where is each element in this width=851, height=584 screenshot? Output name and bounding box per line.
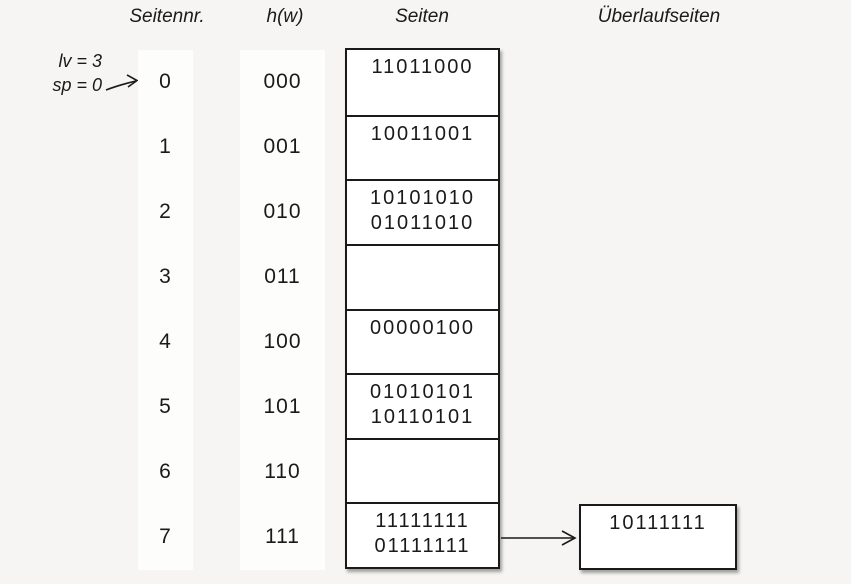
page-number: 1 — [159, 134, 172, 158]
hash-value: 000 — [263, 69, 302, 93]
page-number: 7 — [159, 524, 172, 548]
column-header-seitennr: Seitennr. — [129, 6, 205, 27]
bucket-entry — [347, 276, 498, 301]
bucket-entry: 10101010 — [370, 187, 475, 210]
page-number: 5 — [159, 394, 172, 418]
bucket-entry — [347, 445, 498, 470]
column-header-ueberlaufseiten: Überlaufseiten — [597, 6, 721, 27]
bucket-entry — [347, 80, 498, 105]
up-right-arrow-icon — [105, 74, 139, 91]
overflow-entry: 10111111 — [609, 512, 707, 534]
bucket-cell-7: 11111111 01111111 — [347, 502, 498, 567]
bucket-cell-0: 11011000 — [347, 50, 498, 115]
bucket-entry — [347, 147, 498, 172]
bucket-entry: 01010101 — [370, 381, 475, 404]
page-number: 2 — [159, 199, 172, 223]
hw-column: 000 001 010 011 100 101 110 111 — [240, 49, 325, 569]
bucket-entry: 11111111 — [375, 510, 470, 533]
page-number: 3 — [159, 264, 172, 288]
hash-value: 011 — [264, 264, 301, 288]
bucket-cell-3 — [347, 243, 498, 309]
bucket-entry: 10011001 — [370, 122, 475, 145]
overflow-page: 10111111 — [579, 504, 737, 570]
bucket-entry: 00000100 — [370, 316, 475, 339]
bucket-cell-5: 01010101 10110101 — [347, 373, 498, 438]
bucket-entry: 10110101 — [370, 406, 475, 429]
seitennr-column: 0 1 2 3 4 5 6 7 — [138, 49, 193, 569]
bucket-cell-4: 00000100 — [347, 308, 498, 374]
bucket-cell-1: 10011001 — [347, 114, 498, 180]
pages-table: 11011000 10011001 10101010 01011010 0000… — [345, 48, 500, 569]
hash-value: 101 — [263, 394, 302, 418]
page-number: 0 — [159, 69, 172, 93]
hash-value: 001 — [263, 134, 302, 158]
split-pointer-value: sp = 0 — [52, 75, 102, 95]
bucket-cell-2: 10101010 01011010 — [347, 179, 498, 244]
hash-value: 110 — [264, 459, 301, 483]
page-number: 4 — [159, 329, 172, 353]
hash-value: 100 — [263, 329, 302, 353]
right-arrow-icon — [501, 530, 577, 546]
bucket-entry — [347, 341, 498, 366]
bucket-entry: 01111111 — [374, 535, 471, 558]
state-annotation: lv = 3 sp = 0 — [28, 49, 102, 97]
bucket-entry: 11011000 — [371, 56, 474, 78]
page-number: 6 — [159, 459, 172, 483]
column-header-hw: h(w) — [266, 6, 304, 27]
column-header-seiten: Seiten — [395, 6, 449, 27]
bucket-cell-6 — [347, 437, 498, 503]
hw-column-strip — [240, 50, 325, 570]
bucket-entry — [347, 251, 498, 276]
hash-value: 010 — [263, 199, 302, 223]
bucket-entry: 01011010 — [370, 212, 475, 235]
bucket-entry — [347, 470, 498, 495]
level-value: lv = 3 — [58, 51, 102, 71]
seitennr-column-strip — [138, 50, 193, 570]
hash-value: 111 — [265, 524, 300, 548]
